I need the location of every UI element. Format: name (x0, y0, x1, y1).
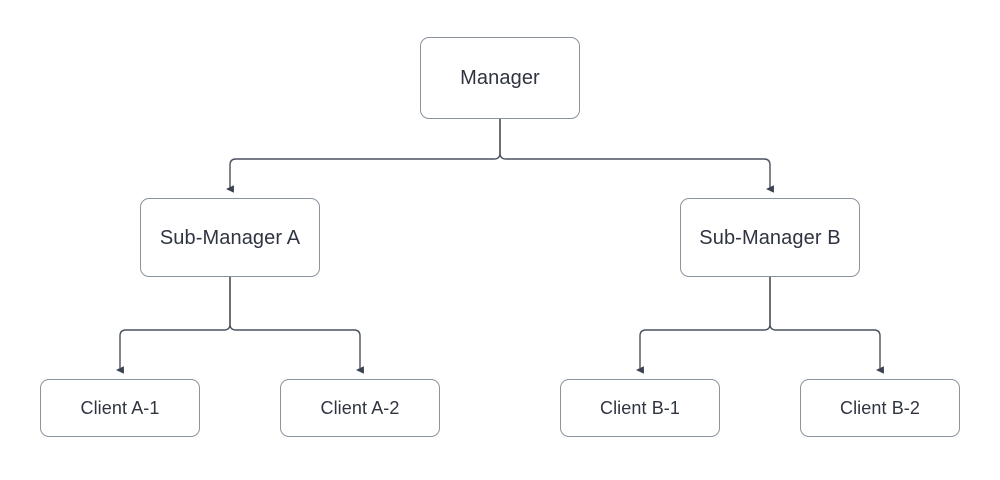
node-manager-label: Manager (460, 67, 540, 89)
node-client-b-1[interactable]: Client B-1 (560, 379, 720, 437)
node-sub-manager-b[interactable]: Sub-Manager B (680, 198, 860, 277)
edge-manager-sub-manager-a (226, 119, 501, 193)
node-client-b-2[interactable]: Client B-2 (800, 379, 960, 437)
edge-sub-manager-b-client-b-1 (636, 277, 771, 374)
edge-sub-manager-b-client-b-2 (769, 277, 884, 374)
node-manager[interactable]: Manager (420, 37, 580, 119)
edge-manager-sub-manager-b (499, 119, 774, 193)
node-client-a-1[interactable]: Client A-1 (40, 379, 200, 437)
node-sub-manager-a-label: Sub-Manager A (159, 226, 301, 249)
edge-sub-manager-a-client-a-1 (116, 277, 231, 374)
node-client-b-1-label: Client B-1 (599, 398, 681, 418)
node-sub-manager-a[interactable]: Sub-Manager A (140, 198, 320, 277)
node-client-b-2-label: Client B-2 (839, 398, 921, 418)
node-sub-manager-b-label: Sub-Manager B (699, 226, 841, 249)
node-client-a-2[interactable]: Client A-2 (280, 379, 440, 437)
node-client-a-1-label: Client A-1 (80, 398, 160, 418)
node-client-a-2-label: Client A-2 (320, 398, 400, 418)
edge-sub-manager-a-client-a-2 (229, 277, 364, 374)
